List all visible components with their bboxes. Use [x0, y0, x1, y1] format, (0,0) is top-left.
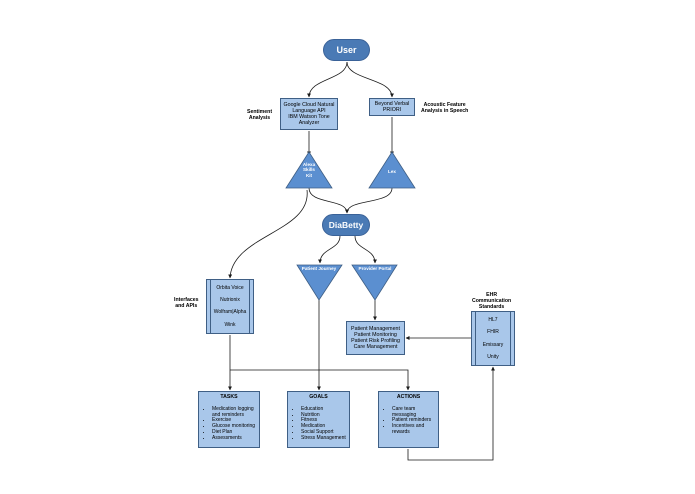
- ehr-rail-left: [475, 312, 476, 365]
- goals-box[interactable]: GOALS Education Nutrition Fitness Medica…: [287, 391, 350, 448]
- edge-diabetty-journey: [318, 235, 341, 264]
- provider-portal-triangle[interactable]: [351, 264, 398, 301]
- interfaces-rail-right: [249, 280, 250, 333]
- ehr-box[interactable]: HL7 FHIR Emissary Unity: [471, 311, 515, 366]
- interfaces-label: Interfaces and APIs: [174, 297, 199, 309]
- goal-item: Nutrition: [301, 412, 349, 419]
- ehr-item[interactable]: Unity: [487, 354, 499, 360]
- actions-box[interactable]: ACTIONS Care team messaging Patient remi…: [378, 391, 439, 448]
- lex-triangle[interactable]: [368, 151, 416, 189]
- alexa-label-line: Kit: [305, 172, 313, 178]
- sentiment-label-line: Analysis: [248, 115, 271, 121]
- ehr-rail-right: [510, 312, 511, 365]
- tasks-box[interactable]: TASKS Medication logging and reminders E…: [198, 391, 260, 448]
- ehr-label-line: Communication: [472, 298, 512, 304]
- ehr-item[interactable]: FHIR: [487, 329, 499, 335]
- acoustic-tool-line: PRIORI: [382, 107, 402, 113]
- sentiment-analysis-label: Sentiment Analysis: [247, 109, 272, 121]
- user-label: User: [336, 45, 357, 55]
- ehr-label-line: Standards: [478, 304, 505, 310]
- acoustic-tool-line: Beyond Verbal: [374, 100, 410, 107]
- sentiment-tool-line: Google Cloud Natural: [283, 101, 335, 108]
- task-item: Exercise: [212, 418, 259, 424]
- interfaces-label-line: Interfaces: [174, 297, 199, 303]
- edge-diabetty-provider: [354, 235, 377, 264]
- goal-item: Medication: [301, 423, 349, 430]
- action-item: Care team messaging: [392, 406, 438, 419]
- acoustic-tools-box[interactable]: Beyond Verbal PRIORI: [369, 98, 415, 116]
- alexa-label-line: Alexa: [302, 162, 316, 167]
- patient-journey-text: Patient Journey: [301, 266, 337, 271]
- action-item: Patient reminders: [392, 418, 438, 424]
- acoustic-label-line: Acoustic Feature: [423, 102, 466, 108]
- interface-item[interactable]: Nutrionix: [220, 297, 240, 303]
- task-item: Diet Plan: [212, 429, 259, 436]
- tasks-list: Medication logging and reminders Exercis…: [199, 406, 259, 442]
- diabetty-node[interactable]: DiaBetty: [322, 214, 370, 236]
- diabetty-label: DiaBetty: [328, 220, 364, 230]
- alexa-label-line: Skills: [302, 167, 315, 173]
- patient-journey-triangle[interactable]: [296, 264, 343, 301]
- edge-alexa-interfaces: [228, 189, 308, 279]
- provider-feature-line: Care Management: [353, 344, 398, 351]
- provider-features-box[interactable]: Patient Management Patient Monitoring Pa…: [346, 321, 405, 355]
- acoustic-analysis-label: Acoustic Feature Analysis in Speech: [421, 102, 468, 114]
- task-item: Assessments: [212, 435, 259, 442]
- task-item: Medication logging and reminders: [212, 406, 259, 419]
- patient-journey-label: Patient Journey: [296, 266, 342, 271]
- edge-alexa-diabetty: [308, 187, 349, 214]
- edge-lex-diabetty: [345, 187, 393, 214]
- provider-portal-text: Provider Portal: [358, 266, 392, 271]
- sentiment-tool-line: IBM Watson Tone: [288, 114, 330, 120]
- user-node[interactable]: User: [323, 39, 370, 61]
- ehr-label-line: EHR: [486, 292, 498, 298]
- interface-item[interactable]: Wolfram|Alpha: [213, 309, 247, 315]
- provider-portal-label: Provider Portal: [352, 266, 398, 271]
- interfaces-rail-left: [210, 280, 211, 333]
- goal-item: Social Support: [301, 429, 349, 436]
- goals-title: GOALS: [309, 394, 328, 400]
- alexa-label: Alexa Skills Kit: [295, 162, 323, 178]
- goal-item: Education: [301, 406, 349, 413]
- goals-list: Education Nutrition Fitness Medication S…: [288, 406, 349, 442]
- provider-feature-line: Patient Risk Profiling: [351, 338, 400, 344]
- interface-item[interactable]: Wink: [224, 322, 236, 328]
- task-item: Glucose monitoring: [212, 423, 259, 430]
- action-item: Incentives and rewards: [392, 423, 438, 436]
- ehr-item[interactable]: HL7: [488, 317, 498, 323]
- actions-title: ACTIONS: [396, 394, 421, 400]
- edge-user-acoustic: [346, 61, 394, 98]
- acoustic-label-line: Analysis in Speech: [421, 108, 469, 114]
- lex-label: Lex: [378, 169, 406, 174]
- provider-feature-line: Patient Monitoring: [354, 331, 397, 338]
- edge-interfaces-goals: [230, 369, 410, 391]
- interface-item[interactable]: Orbita Voice: [216, 285, 244, 291]
- edge-actions-ehr: [407, 366, 495, 461]
- ehr-item[interactable]: Emissary: [482, 342, 504, 348]
- goal-item: Fitness: [301, 418, 349, 424]
- lex-label-line: Lex: [388, 169, 396, 174]
- interfaces-box[interactable]: Orbita Voice Nutrionix Wolfram|Alpha Win…: [206, 279, 254, 334]
- alexa-triangle[interactable]: [285, 151, 333, 189]
- sentiment-tools-box[interactable]: Google Cloud Natural Language API IBM Wa…: [280, 98, 338, 130]
- sentiment-label-line: Sentiment: [247, 109, 273, 115]
- ehr-label: EHR Communication Standards: [472, 292, 511, 310]
- goal-item: Stress Management: [301, 435, 349, 442]
- tasks-title: TASKS: [220, 394, 238, 400]
- interfaces-label-line: and APIs: [175, 303, 198, 309]
- sentiment-tool-line: Language API: [292, 107, 326, 114]
- actions-list: Care team messaging Patient reminders In…: [379, 406, 438, 436]
- provider-feature-line: Patient Management: [351, 325, 400, 332]
- sentiment-tool-line: Analyzer: [298, 120, 320, 127]
- edge-user-sentiment: [307, 61, 348, 98]
